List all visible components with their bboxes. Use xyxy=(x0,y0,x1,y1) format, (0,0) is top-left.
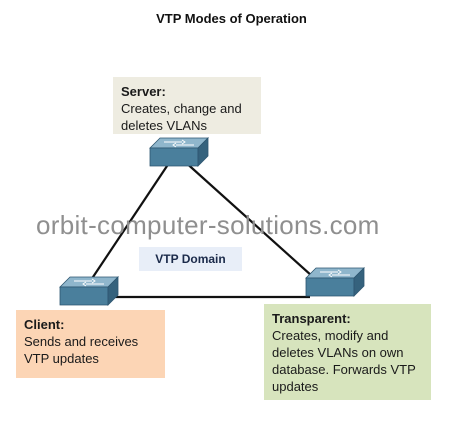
client-mode-box: Client: Sends and receives VTP updates xyxy=(16,310,165,378)
vtp-domain-label: VTP Domain xyxy=(155,252,226,266)
transparent-box-bg xyxy=(264,304,431,400)
watermark-text: orbit-computer-solutions.com xyxy=(36,210,380,240)
server-description: Creates, change and deletes VLANs xyxy=(121,101,242,133)
client-description: Sends and receives VTP updates xyxy=(24,334,139,366)
client-box-bg xyxy=(16,310,165,378)
server-heading: Server: xyxy=(121,84,166,99)
server-mode-box: Server: Creates, change and deletes VLAN… xyxy=(113,77,261,134)
transparent-description: Creates, modify and deletes VLANs on own… xyxy=(272,328,416,394)
vtp-domain-box-bg xyxy=(139,247,242,271)
server-box-bg xyxy=(113,77,261,134)
client-heading: Client: xyxy=(24,317,65,332)
diagram-title: VTP Modes of Operation xyxy=(156,11,307,26)
client-switch-icon xyxy=(59,276,119,306)
link-server-client xyxy=(88,159,172,284)
server-switch-icon xyxy=(149,137,209,167)
transparent-mode-box: Transparent: Creates, modify and deletes… xyxy=(264,304,431,400)
transparent-switch-icon xyxy=(305,267,365,297)
transparent-heading: Transparent: xyxy=(272,311,351,326)
link-server-transparent xyxy=(182,159,323,286)
